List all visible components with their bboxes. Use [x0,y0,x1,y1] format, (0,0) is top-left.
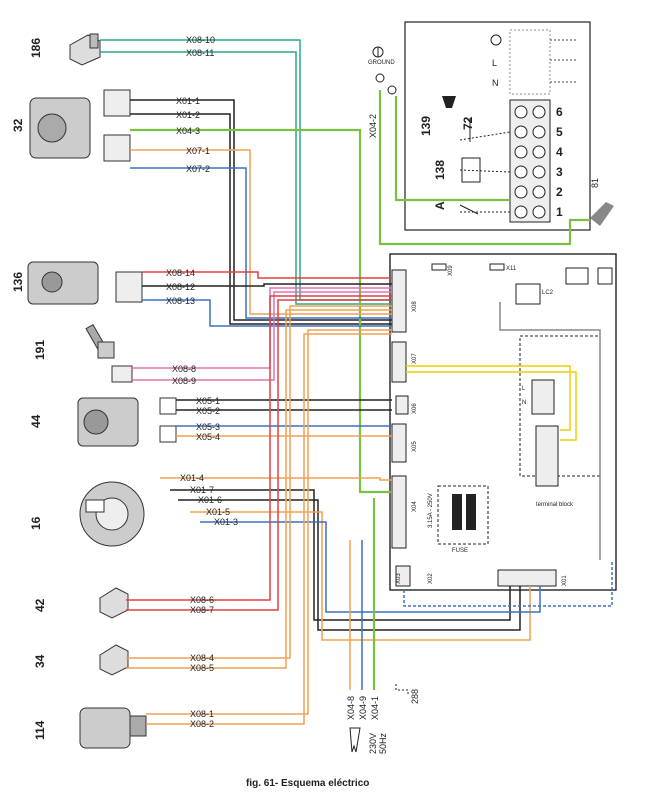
power-wire-x04-1: X04-1 [370,696,380,720]
wire-label-x08-1: X08-1 [190,709,214,719]
sensor-icon [99,644,129,676]
connector-x11: X11 [506,266,517,272]
wire-label-x08-5: X08-5 [190,663,214,673]
terminal-number-6: 6 [556,105,563,119]
component-number-32: 32 [11,118,25,132]
terminal-number-4: 4 [556,145,563,159]
power-ref-288: 288 [410,689,420,704]
pressure-switch-icon [79,707,147,749]
wire-label-x05-1: X05-1 [196,396,220,406]
room-thermostat-icon [590,202,614,226]
component-number-34: 34 [33,654,47,668]
component-number-42: 42 [33,598,47,612]
wire-label-x07-1: X07-1 [186,146,210,156]
fan-icon [79,481,145,547]
component-label-81: 81 [590,178,600,188]
mini-terminal-l: L [522,386,526,392]
control-board: X09 X11 LC2 X08 X07 X06 X05 X04 X03 X02 … [389,253,617,591]
ground-terminal: GROUND [368,46,397,95]
wire-label-x08-8: X08-8 [172,364,196,374]
mini-terminal-n: N [522,400,526,406]
power-cable-icon [349,727,361,753]
power-supply-voltage: 230V [368,733,378,754]
connector-x02: X02 [428,573,434,584]
connector-x01: X01 [562,575,568,586]
power-wire-x04-9: X04-9 [358,696,368,720]
wire-label-x01-5: X01-5 [206,507,230,517]
wires [100,39,613,725]
gas-valve-icon [27,261,143,305]
ground-icon [490,34,502,46]
wire-label-x01-6: X01-6 [198,495,222,505]
wire-label-x01-1: X01-1 [176,96,200,106]
sensor-icon [69,33,101,66]
wire-label-x08-6: X08-6 [190,595,214,605]
component-number-16: 16 [29,516,43,530]
fuse-label: FUSE [452,548,468,554]
wire-label-x08-4: X08-4 [190,653,214,663]
component-label-72: 72 [461,116,475,130]
connector-x04: X04 [412,501,418,512]
ground-wire-label: X04-2 [368,114,378,138]
power-label-n: N [492,78,499,88]
component-label-138: 138 [433,160,447,180]
thermostat-icon [442,96,456,108]
ref-288-leader [395,684,409,696]
wire-label-x01-4: X01-4 [180,473,204,483]
wire-label-x01-2: X01-2 [176,110,200,120]
terminal-box: L N 6 5 4 3 2 1 139 72 138 A 81 [404,21,614,231]
component-number-191: 191 [33,340,47,360]
power-supply-frequency: 50Hz [378,732,388,754]
component-label-139: 139 [419,116,433,136]
wire-label-x01-3: X01-3 [214,517,238,527]
power-label-l: L [492,58,497,68]
wire-label-x08-10: X08-10 [186,35,215,45]
wire-label-x08-7: X08-7 [190,605,214,615]
component-number-114: 114 [33,720,47,740]
connector-x08: X08 [412,301,418,312]
connector-x03: X03 [396,573,402,584]
terminal-block-label: terminal block [536,502,574,508]
connector-x07: X07 [412,353,418,364]
valve-icon [77,397,177,447]
terminal-number-1: 1 [556,205,563,219]
connector-x05: X05 [412,441,418,452]
wire-label-x08-12: X08-12 [166,282,195,292]
component-number-186: 186 [29,38,43,58]
wire-label-x08-11: X08-11 [186,48,214,58]
terminal-number-2: 2 [556,185,563,199]
wire-label-x05-2: X05-2 [196,406,220,416]
connector-x06: X06 [412,403,418,414]
wire-label-x05-4: X05-4 [196,432,220,442]
wire-label-x07-2: X07-2 [186,164,210,174]
terminal-number-3: 3 [556,165,563,179]
connector-lc2: LC2 [542,290,554,296]
wire-label-x08-13: X08-13 [166,296,195,306]
wire-label-x05-3: X05-3 [196,422,220,432]
figure-caption: fig. 61- Esquema eléctrico [246,778,369,789]
component-label-a: A [433,201,447,210]
power-wire-x04-8: X04-8 [346,696,356,720]
component-number-44: 44 [29,414,43,428]
sensor-icon [99,587,129,619]
wire-label-x08-9: X08-9 [172,376,196,386]
fuse-rating: 3.15A - 250V [428,493,434,528]
wire-label-x08-2: X08-2 [190,719,214,729]
component-number-136: 136 [11,272,25,292]
ground-label: GROUND [368,60,395,66]
pump-icon [29,89,131,162]
wire-label-x01-7: X01-7 [190,485,214,495]
wire-label-x08-14: X08-14 [166,268,195,278]
wire-label-x04-3: X04-3 [176,126,200,136]
connector-x09: X09 [448,265,454,276]
temperature-sensor-icon [85,324,133,383]
terminal-number-5: 5 [556,125,563,139]
